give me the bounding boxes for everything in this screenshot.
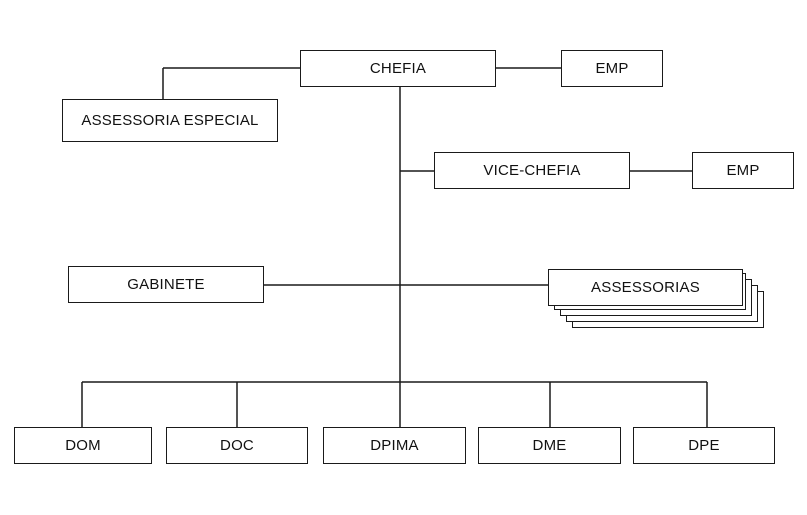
dpe-label: DPE	[688, 437, 720, 454]
assessoria-especial-label: ASSESSORIA ESPECIAL	[81, 112, 259, 129]
doc-box: DOC	[166, 427, 308, 464]
dpima-label: DPIMA	[370, 437, 419, 454]
emp-vice-chefia-box: EMP	[692, 152, 794, 189]
gabinete-box: GABINETE	[68, 266, 264, 303]
vice-chefia-label: VICE-CHEFIA	[483, 162, 581, 179]
assessoria-especial-box: ASSESSORIA ESPECIAL	[62, 99, 278, 142]
emp-chefia-box: EMP	[561, 50, 663, 87]
chefia-label: CHEFIA	[369, 60, 427, 77]
assessorias-label: ASSESSORIAS	[591, 279, 700, 296]
dom-label: DOM	[65, 437, 101, 454]
dpima-box: DPIMA	[323, 427, 466, 464]
assessorias-box: ASSESSORIAS	[548, 269, 743, 306]
vice-chefia-box: VICE-CHEFIA	[434, 152, 630, 189]
gabinete-label: GABINETE	[127, 276, 205, 293]
dpe-box: DPE	[633, 427, 775, 464]
emp-vice-chefia-label: EMP	[726, 162, 760, 179]
chefia-box: CHEFIA	[300, 50, 496, 87]
doc-label: DOC	[220, 437, 254, 454]
dme-box: DME	[478, 427, 621, 464]
dme-label: DME	[532, 437, 567, 454]
emp-chefia-label: EMP	[595, 60, 629, 77]
dom-box: DOM	[14, 427, 152, 464]
